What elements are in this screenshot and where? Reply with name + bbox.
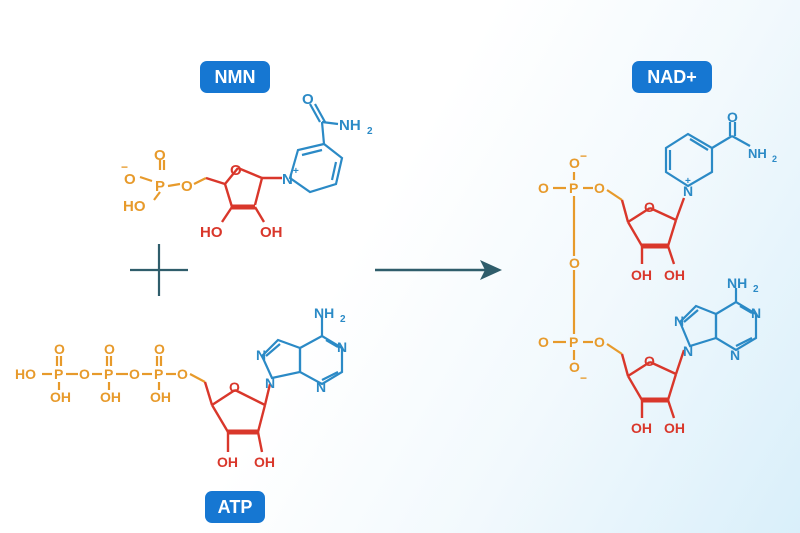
- nad-o-ester-bottom: O: [594, 334, 605, 350]
- nad-label: NAD+: [632, 61, 712, 93]
- nad-o-double-top: O: [538, 180, 549, 196]
- nad-upper-ring-o: O: [644, 199, 655, 215]
- nad-carbonyl-o: O: [727, 109, 738, 125]
- atp-n3: N: [316, 379, 326, 395]
- reaction-arrow-icon: [375, 260, 502, 280]
- nad-adenine-nh2: NH: [727, 275, 747, 291]
- atp-o2: O: [104, 341, 115, 357]
- nmn-carbonyl-o: O: [302, 91, 314, 108]
- atp-molecule: HO P O P O P O O O O OH OH OH O OH OH N …: [15, 305, 347, 470]
- atp-oh1: OH: [50, 389, 71, 405]
- nmn-n-plus: N: [282, 171, 293, 188]
- atp-o3: O: [154, 341, 165, 357]
- nad-n3: N: [730, 347, 740, 363]
- atp-o-bridge3: O: [177, 366, 188, 382]
- nad-o-ester-top: O: [594, 180, 605, 196]
- atp-n9: N: [265, 375, 275, 391]
- nad-nicotinamide: [664, 122, 751, 188]
- nad-p-top: P: [569, 180, 578, 196]
- nad-n9: N: [683, 343, 693, 359]
- nmn-p: P: [155, 178, 165, 195]
- atp-nh2-sub: 2: [340, 314, 346, 325]
- nmn-o-bridge: O: [181, 178, 193, 195]
- nad-upper-oh-right: OH: [664, 267, 685, 283]
- nad-lower-ring-o: O: [644, 353, 655, 369]
- nad-adenine-nh2-sub: 2: [753, 284, 759, 295]
- nad-lower-oh-right: OH: [664, 420, 685, 436]
- atp-p3: P: [154, 366, 163, 382]
- nad-nh2: NH: [748, 146, 767, 161]
- nmn-ring-o: O: [230, 162, 242, 179]
- atp-adenine: [260, 318, 344, 386]
- nad-o-double-bottom: O: [538, 334, 549, 350]
- nad-minus-bottom: −: [580, 371, 587, 385]
- nad-nh2-sub: 2: [772, 154, 777, 164]
- nad-minus-top: −: [580, 149, 587, 163]
- nad-upper-oh-left: OH: [631, 267, 652, 283]
- atp-n7: N: [256, 347, 266, 363]
- nad-o-top: O: [569, 155, 580, 171]
- nad-upper-ribose: [620, 197, 686, 265]
- atp-ribose: [203, 381, 272, 453]
- atp-label: ATP: [205, 491, 265, 523]
- nmn-nicotinamide: [288, 103, 344, 194]
- atp-oh-right: OH: [254, 454, 275, 470]
- atp-triphosphate: [42, 356, 206, 390]
- nad-p-bottom: P: [569, 334, 578, 350]
- atp-oh-left: OH: [217, 454, 238, 470]
- atp-p2: P: [104, 366, 113, 382]
- atp-o1: O: [54, 341, 65, 357]
- nmn-phosphate: [139, 160, 207, 201]
- plus-icon: [130, 244, 188, 296]
- nad-pyrophosphate: [553, 172, 623, 360]
- nmn-oh-left: HO: [200, 224, 223, 241]
- nmn-o-minus: O: [124, 171, 136, 188]
- atp-nh2: NH: [314, 305, 334, 321]
- nmn-ho: HO: [123, 198, 146, 215]
- nmn-oh-right: OH: [260, 224, 283, 241]
- nad-plus-charge: +: [685, 176, 691, 187]
- nad-adenine: [678, 288, 758, 352]
- nad-n-plus: N: [683, 183, 693, 199]
- atp-n1: N: [337, 339, 347, 355]
- nad-lower-oh-left: OH: [631, 420, 652, 436]
- atp-o-bridge1: O: [79, 366, 90, 382]
- atp-oh2: OH: [100, 389, 121, 405]
- nad-n1: N: [751, 305, 761, 321]
- nmn-label: NMN: [200, 61, 270, 93]
- nad-o-bridge: O: [569, 255, 580, 271]
- nmn-nh2-sub: 2: [367, 126, 373, 137]
- nad-n7: N: [674, 313, 684, 329]
- nad-lower-ribose: [620, 349, 686, 419]
- atp-ho: HO: [15, 366, 36, 382]
- nmn-nh2: NH: [339, 117, 361, 134]
- nmn-plus-charge: +: [293, 166, 299, 177]
- nmn-molecule: O − O P O HO O HO OH N + O NH 2: [121, 91, 373, 241]
- nmn-o-double: O: [154, 147, 166, 164]
- nmn-ribose: [205, 166, 282, 223]
- atp-p1: P: [54, 366, 63, 382]
- atp-oh3: OH: [150, 389, 171, 405]
- nmn-minus-charge: −: [121, 160, 128, 174]
- atp-o-bridge2: O: [129, 366, 140, 382]
- nad-o-bottom: O: [569, 359, 580, 375]
- atp-ring-o: O: [229, 379, 240, 395]
- nad-molecule: O − O P O O O P O O − O OH OH O OH OH N …: [538, 109, 777, 436]
